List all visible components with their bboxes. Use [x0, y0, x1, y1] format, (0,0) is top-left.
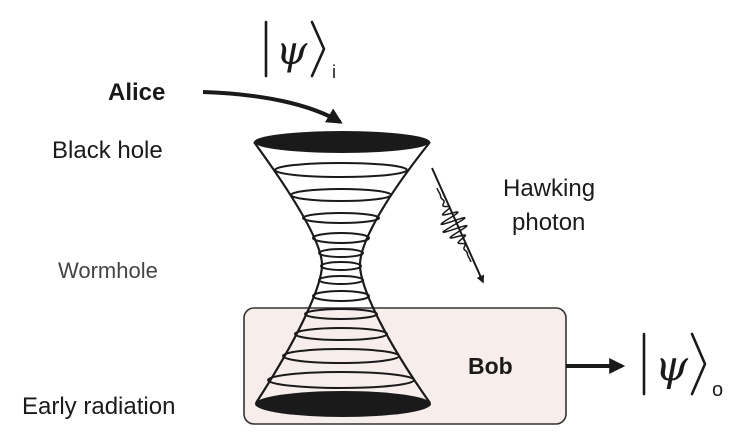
black-hole-mouth	[254, 131, 430, 153]
wormhole-rings	[267, 162, 415, 389]
wormhole-ring	[302, 212, 380, 224]
black-hole-label: Black hole	[52, 137, 163, 164]
hawking-label-line1: Hawking	[503, 175, 595, 202]
wormhole-ring	[320, 261, 362, 271]
wormhole-ring	[312, 290, 370, 302]
input-ket-angle	[310, 20, 326, 78]
input-ket-symbol: ψ	[276, 28, 308, 74]
wormhole-ring	[267, 371, 415, 389]
wormhole-ring	[294, 327, 388, 341]
output-ket-subscript: o	[712, 379, 723, 401]
bob-label: Bob	[468, 353, 513, 379]
output-state-ket: ψ o	[642, 332, 723, 401]
wormhole-ring	[274, 162, 408, 178]
input-state-ket: ψ i	[264, 20, 336, 82]
hawking-label-line2: photon	[512, 209, 585, 236]
wormhole-ring	[318, 275, 364, 285]
hawking-photon-wave	[436, 187, 472, 263]
alice-label: Alice	[108, 79, 165, 106]
early-radiation-label: Early radiation	[22, 393, 175, 420]
alice-arrow	[202, 90, 343, 124]
input-ket-subscript: i	[332, 62, 336, 82]
wormhole-ring	[304, 308, 378, 320]
wormhole-label: Wormhole	[58, 258, 158, 283]
hawking-photon-wavepacket	[436, 187, 472, 263]
early-radiation-mouth	[255, 391, 431, 417]
wormhole-ring	[312, 232, 370, 244]
wormhole-ring	[282, 348, 400, 364]
wormhole-ring	[290, 188, 392, 202]
wormhole-ring	[318, 248, 364, 258]
output-ket-symbol: ψ	[655, 341, 689, 390]
hawking-photon-arrow	[431, 167, 485, 284]
output-ket-angle	[690, 332, 707, 396]
